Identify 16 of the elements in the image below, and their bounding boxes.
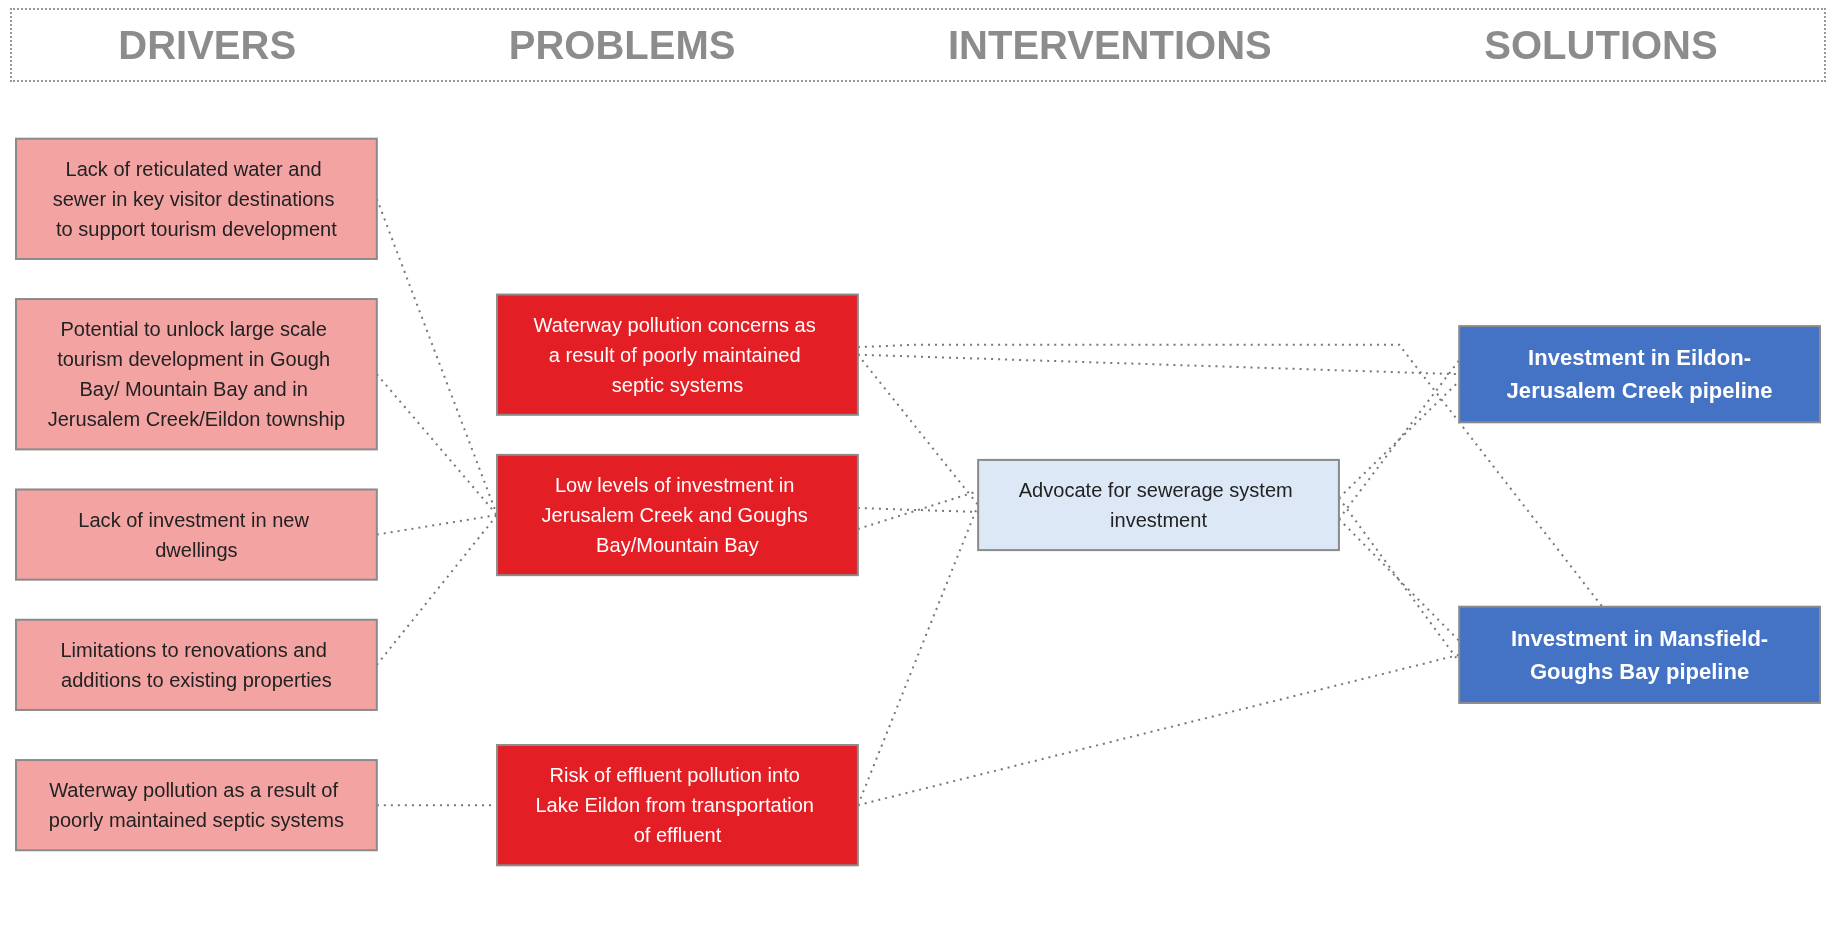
- node-box: Lack of reticulated water and sewer in key visitor destinations to support tourism development: [15, 137, 378, 260]
- node-box: Low levels of investment in Jerusalem Creek and Goughs Bay/Mountain Bay: [496, 453, 859, 577]
- node-box: Potential to unlock large scale tourism development in Gough Bay/ Mountain Bay and in Jerusalem Creek/Eildon township: [15, 298, 378, 451]
- column-heading: PROBLEMS: [508, 22, 736, 68]
- node-box: Risk of effluent pollution into Lake Eildon from transportation of effluent: [496, 744, 859, 867]
- node-box: Investment in Eildon-Jerusalem Creek pipeline: [1458, 325, 1821, 424]
- node-box: Limitations to renovations and additions to existing properties: [15, 618, 378, 711]
- node-box: Advocate for sewerage system investment: [977, 458, 1340, 552]
- column-heading: SOLUTIONS: [1484, 22, 1718, 68]
- column-heading: INTERVENTIONS: [948, 22, 1272, 68]
- dotted-connector: [375, 514, 499, 536]
- node-box: Waterway pollution as a result of poorly maintained septic systems: [15, 759, 378, 852]
- node-box: Waterway pollution concerns as a result of poorly maintained septic systems: [496, 293, 859, 416]
- node-box: Investment in Mansfield-Goughs Bay pipeline: [1458, 605, 1821, 704]
- node-box: Lack of investment in new dwellings: [15, 488, 378, 581]
- column-heading: DRIVERS: [118, 22, 297, 68]
